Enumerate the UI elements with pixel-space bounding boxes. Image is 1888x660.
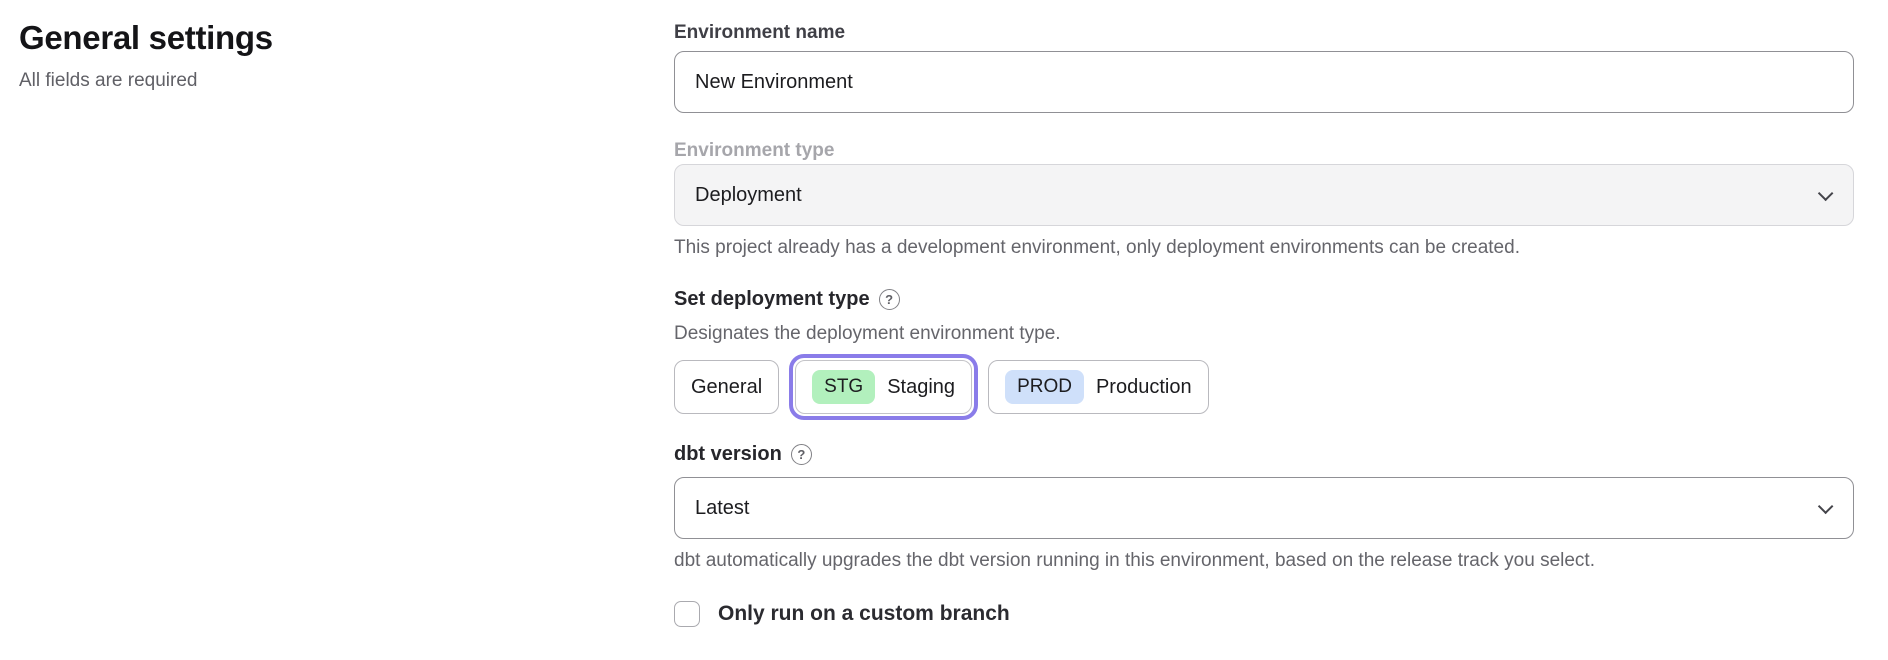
deployment-type-description: Designates the deployment environment ty… — [674, 323, 1061, 344]
deployment-type-production-button[interactable]: PROD Production — [988, 360, 1209, 414]
page-title: General settings — [19, 19, 273, 56]
chevron-down-icon — [1817, 185, 1834, 201]
custom-branch-checkbox[interactable] — [674, 601, 700, 627]
stg-badge: STG — [812, 369, 876, 405]
custom-branch-row: Only run on a custom branch — [674, 601, 1854, 627]
chevron-down-icon — [1817, 498, 1834, 514]
deployment-type-general-button[interactable]: General — [674, 360, 780, 414]
general-settings-form: Environment name Environment type Deploy… — [674, 22, 1854, 627]
deployment-type-options: General STG Staging PROD Production — [674, 354, 1854, 420]
production-button-label: Production — [1095, 375, 1192, 398]
environment-name-input[interactable] — [674, 51, 1854, 113]
help-icon[interactable]: ? — [878, 288, 900, 310]
dbt-version-helper: dbt automatically upgrades the dbt versi… — [674, 550, 1595, 571]
dbt-version-title: dbt version — [674, 443, 782, 465]
environment-type-label: Environment type — [674, 140, 835, 161]
deployment-type-title: Set deployment type — [674, 288, 870, 310]
custom-branch-label[interactable]: Only run on a custom branch — [718, 602, 1010, 625]
page-subtitle: All fields are required — [19, 70, 198, 91]
deployment-type-heading: Set deployment type ? — [674, 287, 1854, 311]
dbt-version-value: Latest — [695, 496, 750, 519]
environment-type-value: Deployment — [695, 183, 802, 206]
dbt-version-select[interactable]: Latest — [674, 477, 1854, 539]
environment-type-helper: This project already has a development e… — [674, 237, 1520, 258]
prod-badge: PROD — [1005, 369, 1084, 405]
settings-header: General settings All fields are required — [19, 20, 539, 92]
dbt-version-heading: dbt version ? — [674, 442, 1854, 466]
help-icon[interactable]: ? — [790, 443, 812, 465]
environment-type-select: Deployment — [674, 164, 1854, 226]
staging-button-label: Staging — [887, 375, 956, 398]
deployment-type-staging-selected-ring: STG Staging — [789, 354, 979, 420]
general-button-label: General — [691, 375, 763, 398]
deployment-type-staging-button[interactable]: STG Staging — [795, 360, 973, 414]
environment-name-label: Environment name — [674, 22, 846, 43]
